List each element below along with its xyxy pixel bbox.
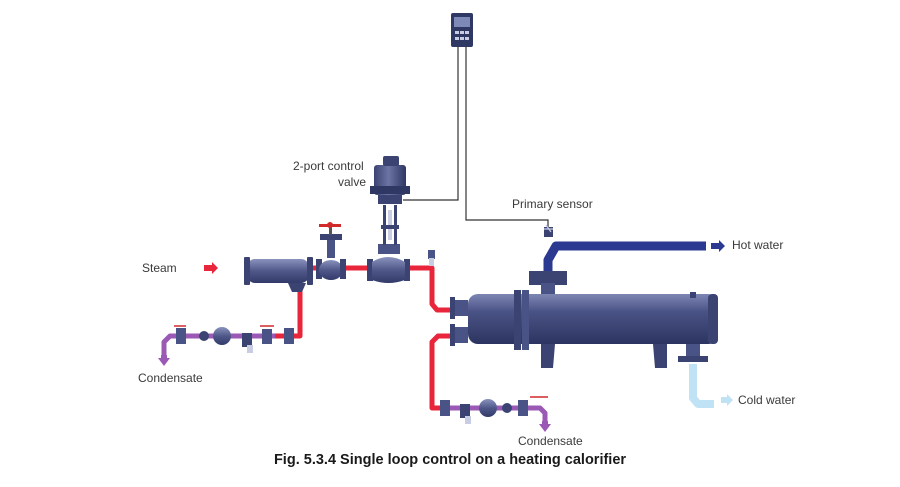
arrow-right-icon [721, 394, 733, 406]
strainer-icon [244, 257, 313, 292]
cold-water-pipe [689, 364, 714, 408]
signal-lines [403, 47, 549, 228]
control-valve [367, 194, 410, 283]
control-valve-label-line2: valve [338, 175, 367, 189]
steam-label: Steam [142, 261, 177, 275]
hot-water-pipe [543, 241, 706, 282]
arrow-right-icon [711, 240, 725, 252]
air-vent-icon [428, 250, 435, 266]
condensate-bottom-label: Condensate [518, 434, 583, 448]
controller-icon [451, 13, 473, 47]
actuator-icon [370, 156, 410, 195]
globe-valve-icon [316, 222, 346, 280]
arrow-right-icon [204, 262, 218, 274]
condensate-bottom-assembly [440, 396, 551, 432]
condensate-left-assembly [158, 325, 294, 366]
control-valve-label-line1: 2-port control [293, 159, 364, 173]
condensate-left-label: Condensate [138, 371, 203, 385]
arrow-down-icon [158, 355, 170, 366]
cold-water-label: Cold water [738, 393, 796, 407]
steam-trap-icon [213, 327, 231, 345]
steam-trap-icon [479, 399, 497, 417]
calorifier-vessel [450, 271, 718, 368]
arrow-down-icon [539, 421, 551, 432]
hot-water-label: Hot water [732, 238, 784, 252]
temperature-sensor-icon [544, 224, 553, 237]
figure-caption: Fig. 5.3.4 Single loop control on a heat… [273, 452, 627, 468]
primary-sensor-label: Primary sensor [512, 197, 593, 211]
steam-pipe [245, 265, 455, 411]
